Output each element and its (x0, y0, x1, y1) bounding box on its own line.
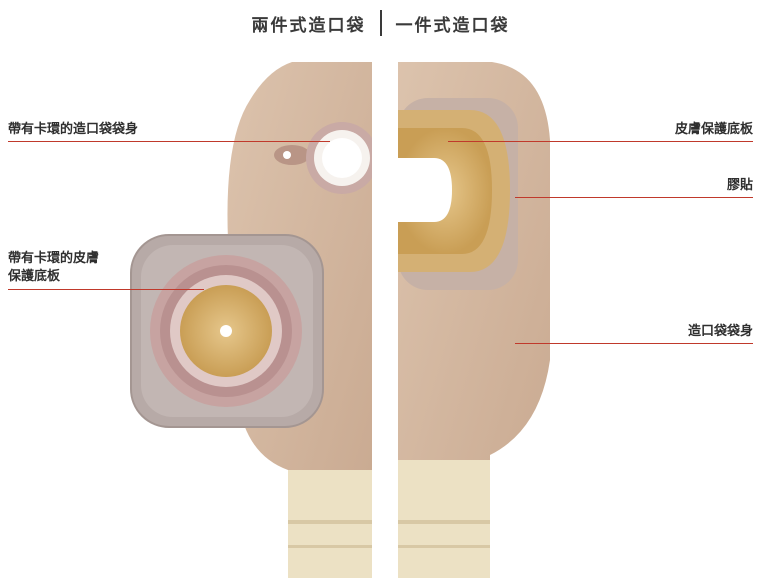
label-pouch-body: 造口袋袋身 (687, 324, 753, 339)
title-divider (379, 10, 382, 36)
label-two-piece-barrier-line1: 帶有卡環的皮膚 (8, 251, 100, 266)
callout-line-two-piece-barrier (8, 289, 204, 290)
label-tape: 膠貼 (726, 178, 753, 193)
label-two-piece-pouch: 帶有卡環的造口袋袋身 (8, 122, 139, 137)
page-header: 兩件式造口袋 一件式造口袋 (0, 8, 761, 38)
callout-line-tape (515, 197, 753, 198)
callout-line-two-piece-pouch (8, 141, 330, 142)
callout-line-skin-barrier (448, 141, 753, 142)
one-piece-title: 一件式造口袋 (395, 15, 510, 36)
callout-line-pouch-body (515, 343, 753, 344)
label-two-piece-barrier: 帶有卡環的皮膚 保護底板 (8, 250, 99, 286)
label-two-piece-barrier-line2: 保護底板 (8, 269, 61, 284)
two-piece-barrier (130, 234, 324, 428)
two-piece-title: 兩件式造口袋 (251, 15, 366, 36)
label-skin-barrier: 皮膚保護底板 (674, 122, 753, 137)
pouch-ring (274, 122, 378, 194)
one-piece-barrier (398, 98, 518, 290)
